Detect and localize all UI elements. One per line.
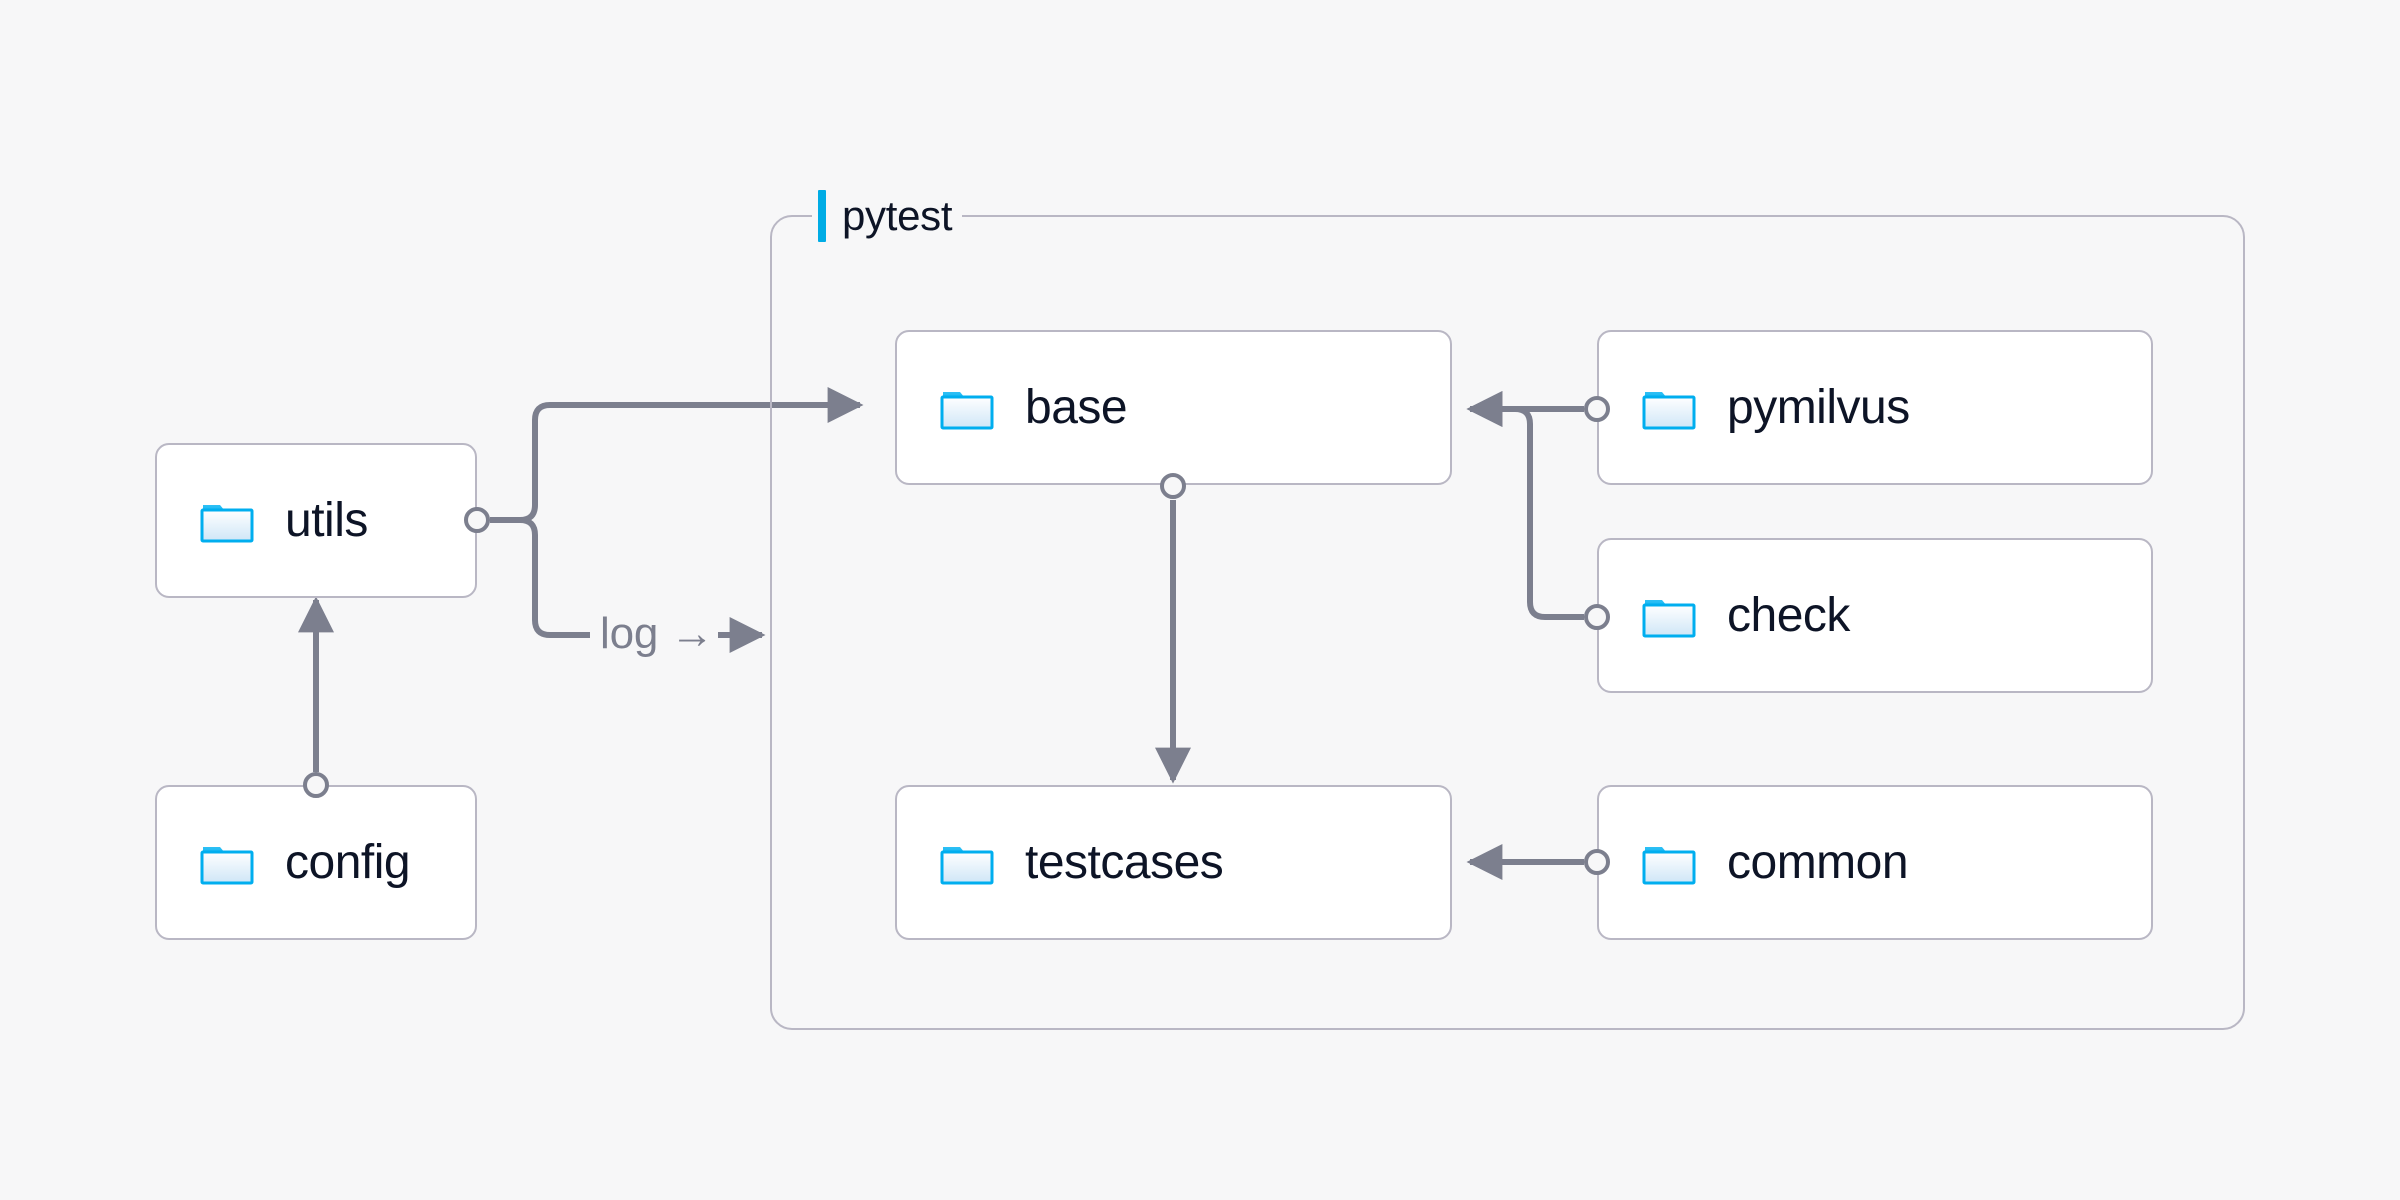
node-check[interactable]: check xyxy=(1597,538,2153,693)
node-label: utils xyxy=(285,493,368,547)
folder-icon xyxy=(939,384,995,432)
folder-icon xyxy=(1641,592,1697,640)
node-common[interactable]: common xyxy=(1597,785,2153,940)
edge-utils-to-log xyxy=(490,517,590,638)
port-config-top[interactable] xyxy=(303,772,329,798)
folder-icon xyxy=(1641,839,1697,887)
node-utils[interactable]: utils xyxy=(155,443,477,598)
port-check-left[interactable] xyxy=(1584,604,1610,630)
folder-icon xyxy=(199,497,255,545)
node-label: pymilvus xyxy=(1727,380,1910,434)
node-label: testcases xyxy=(1025,835,1224,889)
node-label: check xyxy=(1727,588,1850,642)
port-base-bottom[interactable] xyxy=(1160,473,1186,499)
node-label: config xyxy=(285,835,411,889)
node-testcases[interactable]: testcases xyxy=(895,785,1452,940)
node-pymilvus[interactable]: pymilvus xyxy=(1597,330,2153,485)
folder-icon xyxy=(199,839,255,887)
node-config[interactable]: config xyxy=(155,785,477,940)
node-base[interactable]: base xyxy=(895,330,1452,485)
node-label: common xyxy=(1727,835,1909,889)
group-label-text: pytest xyxy=(842,192,953,239)
folder-icon xyxy=(1641,384,1697,432)
folder-icon xyxy=(939,839,995,887)
port-common-left[interactable] xyxy=(1584,849,1610,875)
group-accent-bar xyxy=(818,190,826,242)
edge-label-log: log → xyxy=(600,609,714,658)
group-frame-pytest xyxy=(770,215,2245,1030)
node-label: base xyxy=(1025,380,1128,434)
port-utils-right[interactable] xyxy=(464,507,490,533)
group-label-pytest: pytest xyxy=(812,188,963,244)
port-pymilvus-left[interactable] xyxy=(1584,396,1610,422)
